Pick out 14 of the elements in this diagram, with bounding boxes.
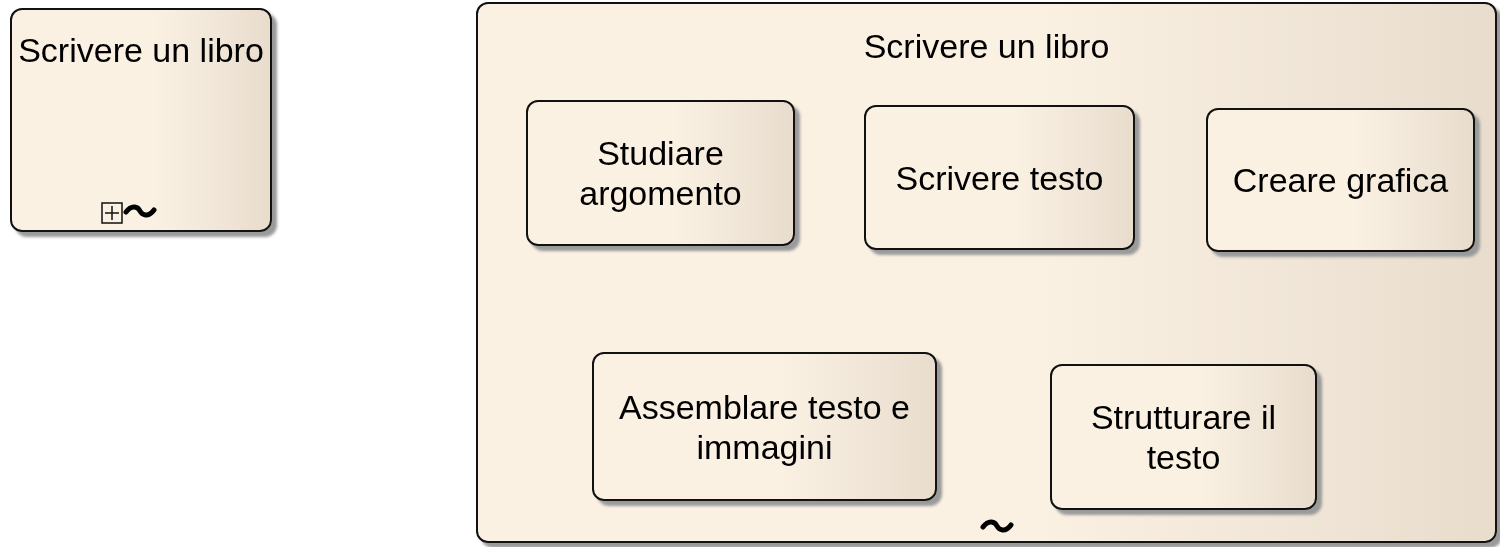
task-box [526, 100, 795, 246]
subprocess-title: Scrivere un libro [862, 26, 1111, 66]
task-label: Scrivere testo [894, 157, 1105, 198]
task-label: Strutturare il testo [1089, 397, 1278, 477]
task-label: Scrivere un libro [17, 30, 265, 70]
task-box [592, 352, 937, 501]
task-label: Assemblare testo e immagini [618, 386, 911, 467]
task-label: Studiare argomento [578, 133, 743, 213]
expanded-subprocess-box [476, 2, 1497, 543]
task-box [1050, 364, 1317, 510]
subprocess-box [10, 8, 272, 232]
task-box [1206, 108, 1475, 252]
task-box [864, 105, 1135, 250]
task-label: Creare grafica [1231, 160, 1450, 200]
